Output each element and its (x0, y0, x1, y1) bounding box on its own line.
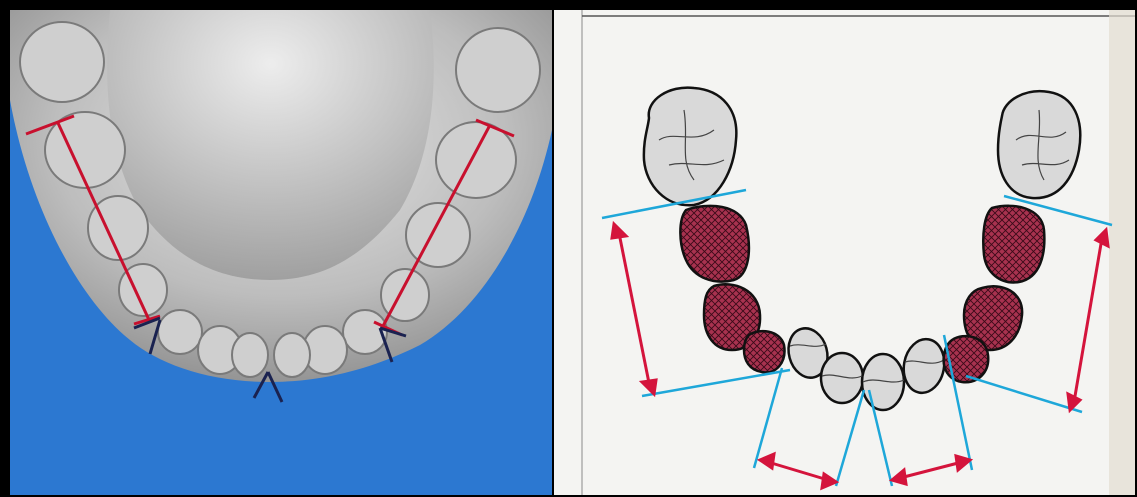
dental-arch-schematic (554, 10, 1135, 495)
paper-background (554, 10, 1135, 495)
dental-cast-photo (10, 10, 552, 495)
dental-cast-illustration (10, 10, 552, 495)
left-premolar-3 (744, 331, 784, 372)
right-premolar-3 (944, 336, 989, 382)
dental-arch-diagram (554, 10, 1135, 495)
right-premolar-1 (983, 206, 1044, 283)
